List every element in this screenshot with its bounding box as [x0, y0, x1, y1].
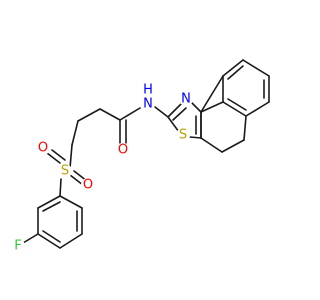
- bond: [227, 98, 247, 111]
- atom-background: [141, 97, 155, 111]
- sulfur-thiazole-label: S: [179, 128, 187, 143]
- bond: [245, 101, 270, 117]
- atom-background: [176, 128, 190, 142]
- atom-background: [142, 84, 154, 96]
- bond: [59, 178, 62, 197]
- atom-background: [11, 239, 25, 253]
- bond: [77, 108, 101, 122]
- bond: [172, 107, 187, 121]
- bond: [200, 101, 224, 113]
- bond: [222, 59, 244, 77]
- bond: [227, 65, 244, 80]
- fluorine-label: F: [14, 239, 21, 254]
- bond: [42, 230, 61, 243]
- bond: [37, 195, 61, 209]
- oxygen-sulfonyl-label: O: [38, 141, 48, 156]
- atom-background: [179, 92, 193, 106]
- bond: [189, 136, 202, 139]
- bond: [69, 144, 73, 169]
- oxygen-sulfonyl-label: O: [83, 178, 93, 193]
- bond: [243, 115, 247, 141]
- molecule-structure: N S H N O S O O F: [11, 59, 270, 254]
- bond: [167, 116, 180, 133]
- atom-layer: N S H N O S O O F: [11, 83, 193, 254]
- bond: [71, 120, 79, 146]
- atom-background: [116, 143, 130, 157]
- bond: [221, 139, 245, 153]
- bond: [167, 103, 182, 118]
- molecule-canvas: N S H N O S O O F: [11, 59, 270, 254]
- bond: [154, 106, 169, 118]
- bond: [119, 107, 141, 121]
- bond: [42, 201, 61, 212]
- bond: [22, 233, 39, 244]
- bond: [99, 108, 121, 121]
- bond: [51, 149, 66, 161]
- bond: [69, 174, 84, 186]
- bond: [222, 101, 247, 117]
- hydrogen-amide-label: H: [143, 83, 153, 98]
- atom-background: [81, 178, 95, 192]
- sulfur-sulfonyl-label: S: [61, 164, 69, 179]
- bond: [200, 137, 223, 153]
- bond: [46, 152, 61, 164]
- atom-background: [36, 141, 50, 155]
- oxygen-carbonyl-label: O: [118, 143, 128, 158]
- nitrogen-thiazole-label: N: [181, 92, 191, 107]
- bond: [242, 59, 270, 77]
- bond: [200, 75, 224, 113]
- bond-layer: [22, 59, 270, 249]
- bond: [59, 233, 83, 249]
- atom-background: [58, 164, 72, 178]
- bond: [59, 195, 83, 209]
- bond: [37, 233, 61, 249]
- nitrogen-amide-label: N: [143, 97, 153, 112]
